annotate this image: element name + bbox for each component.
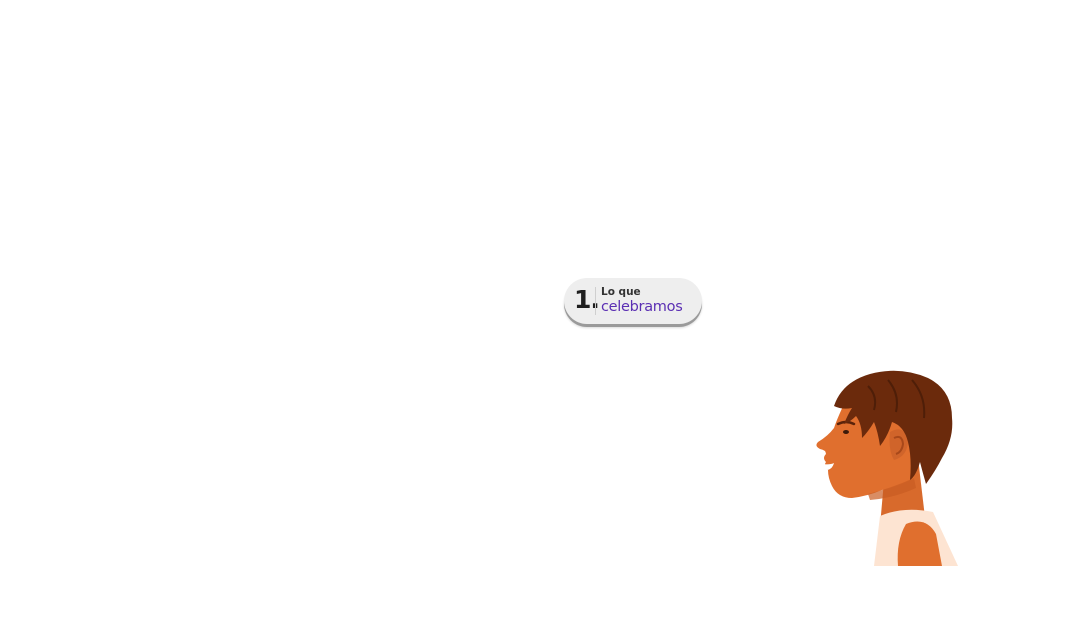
character-ear-inner <box>893 435 905 455</box>
character-shoulder <box>897 521 942 566</box>
pill-divider <box>595 287 596 315</box>
character-jaw-shadow <box>868 478 916 500</box>
section-button-lo-que-celebramos[interactable]: 1. Lo que celebramos <box>564 278 702 324</box>
section-label-line2: celebramos <box>601 299 683 315</box>
section-label-line1: Lo que <box>601 286 641 298</box>
boy-profile-illustration <box>816 370 958 566</box>
character-hair-strands <box>867 379 926 419</box>
character-eye <box>843 430 849 434</box>
character-mouth <box>822 463 834 470</box>
